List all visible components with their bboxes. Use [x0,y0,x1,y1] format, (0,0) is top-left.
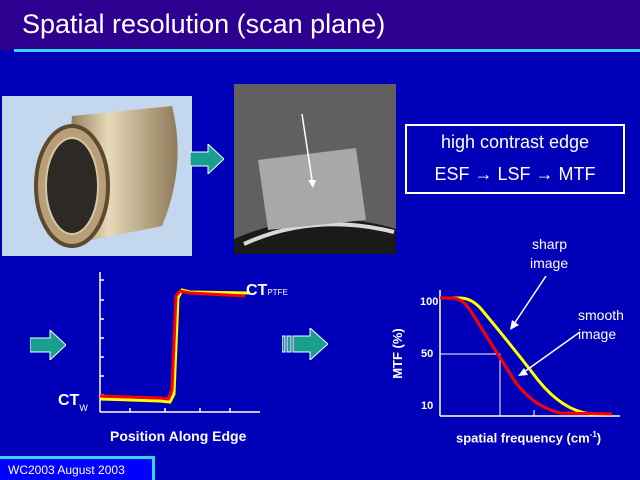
footer-bar: WC2003 August 2003 [0,456,155,480]
arrow-right-3 [281,326,329,365]
slide-title: Spatial resolution (scan plane) [22,9,386,39]
mtf-tick-10: 10 [421,400,434,412]
title-underline [14,49,640,52]
mtf-ylabel: MTF (%) [389,328,405,379]
mtf-plot [390,275,640,452]
edge-description-box: high contrast edge ESF → LSF → MTF [405,124,625,194]
footer-text: WC2003 August 2003 [8,463,125,477]
mtf-xlabel: spatial frequency (cm-1) [456,430,602,446]
esf-curve-red [99,289,246,401]
arrow-right-2 [29,328,67,365]
annotation-sharp-line2: image [530,255,569,271]
mtf-curve-smooth [440,296,613,416]
arrow-right-1 [189,142,225,179]
phantom-photo [2,96,192,256]
mtf-tick-100: 100 [420,296,439,308]
esf-xlabel: Position Along Edge [110,428,247,444]
mtf-tick-50: 50 [421,348,434,360]
title-bar [0,0,640,50]
esf-label-ct-w: CTW [58,392,88,413]
annotation-smooth-line2: image [578,326,617,342]
esf-plot [70,262,310,452]
edge-box-line-1: high contrast edge [440,132,590,152]
mtf-curve-sharp [440,296,612,416]
annotation-sharp-line1: sharp [532,236,568,252]
ct-scan-image [234,84,396,254]
esf-label-ct-ptfe: CTPTFE [246,282,288,299]
annotation-smooth-line1: smooth [578,307,624,323]
edge-box-line-2: ESF → LSF → MTF [434,164,596,184]
